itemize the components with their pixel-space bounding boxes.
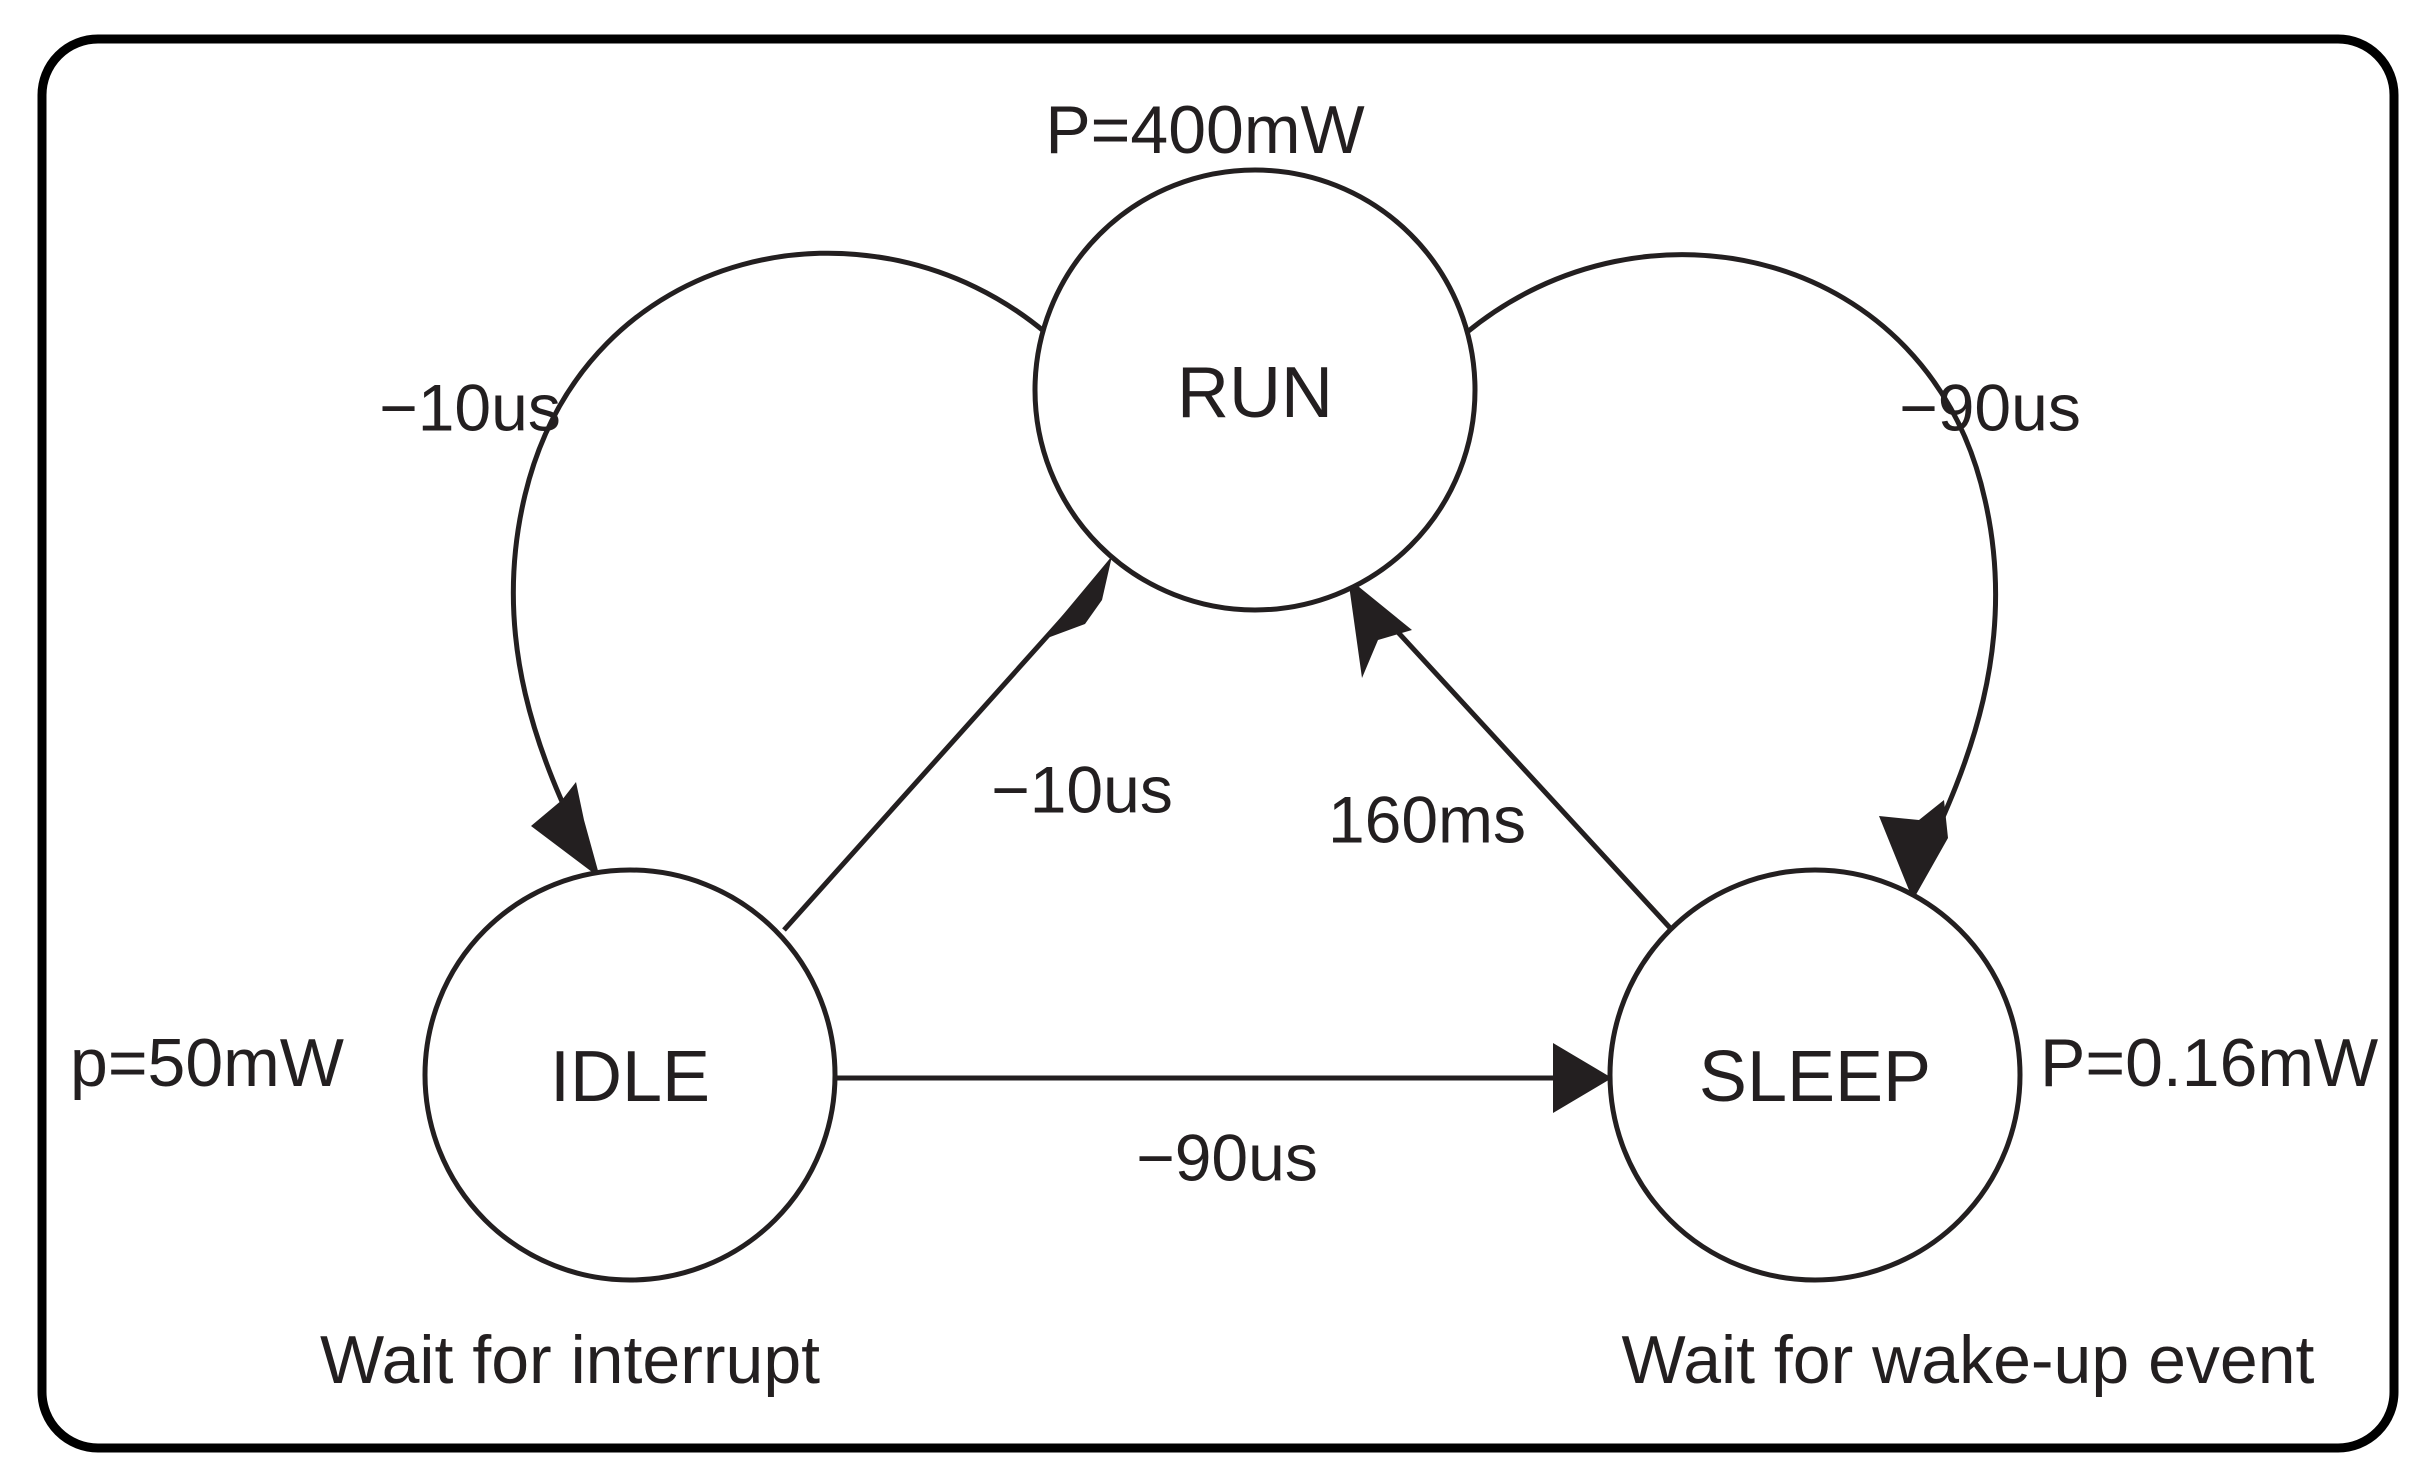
edge-label-idle-to-run: −10us (991, 752, 1173, 826)
edge-label-run-to-sleep: −90us (1899, 370, 2081, 444)
transition-idle-to-run (782, 556, 1112, 932)
transition-run-to-sleep-path (1464, 252, 1999, 864)
transition-run-to-idle-path (510, 250, 1048, 857)
transition-sleep-to-run (1348, 578, 1674, 932)
state-node-run[interactable] (1032, 167, 1478, 613)
power-label-sleep: P=0.16mW (2040, 1025, 2378, 1101)
transition-run-to-sleep-arrowhead (1879, 800, 1948, 900)
state-node-idle[interactable] (422, 867, 838, 1283)
transition-run-to-sleep (1464, 252, 1999, 900)
transition-run-to-idle-arrowhead (531, 782, 600, 878)
transition-run-to-idle (510, 250, 1048, 878)
transition-idle-to-run-arrowhead (1042, 556, 1112, 640)
transition-idle-to-sleep (836, 1043, 1612, 1113)
state-label-run: RUN (1177, 353, 1333, 433)
caption-idle: Wait for interrupt (320, 1322, 820, 1398)
edge-label-sleep-to-run: 160ms (1328, 782, 1526, 856)
state-label-sleep: SLEEP (1699, 1037, 1931, 1117)
transition-idle-to-sleep-arrowhead (1553, 1043, 1612, 1113)
state-label-idle: IDLE (550, 1037, 710, 1117)
state-node-sleep[interactable] (1607, 867, 2023, 1283)
power-label-run: P=400mW (1045, 92, 1364, 168)
transition-sleep-to-run-arrowhead (1348, 578, 1412, 678)
caption-sleep: Wait for wake-up event (1622, 1322, 2315, 1398)
edge-label-idle-to-sleep: −90us (1136, 1120, 1318, 1194)
edge-label-run-to-idle: −10us (379, 370, 561, 444)
power-label-idle: p=50mW (70, 1025, 344, 1101)
transition-sleep-to-run-path (1370, 602, 1674, 932)
transition-idle-to-run-path (782, 582, 1096, 932)
